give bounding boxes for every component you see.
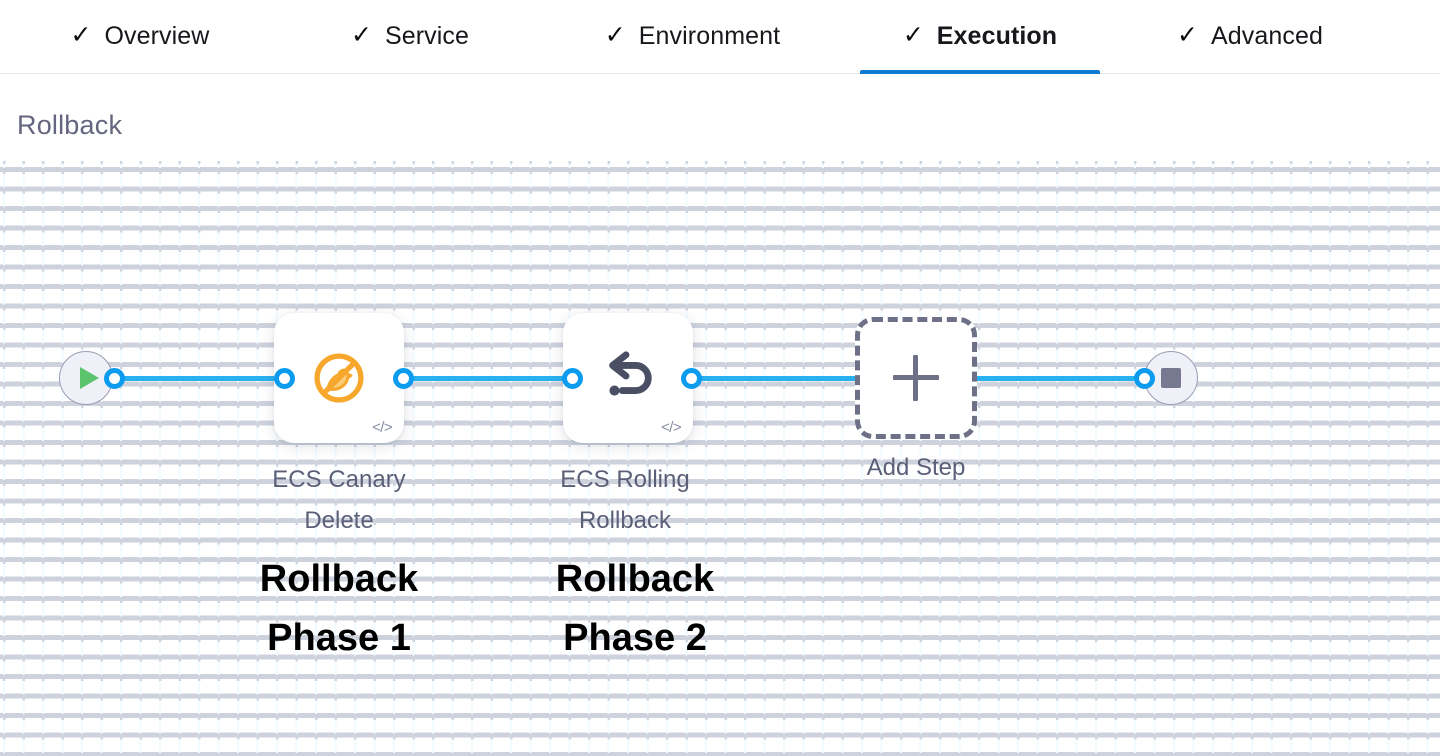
tab-advanced[interactable]: ✓ Advanced bbox=[1135, 0, 1365, 73]
play-icon bbox=[79, 367, 99, 389]
connector-ring-step2-in[interactable] bbox=[562, 368, 583, 389]
code-glyph-icon: </> bbox=[661, 419, 681, 436]
link-step2-to-addstep bbox=[688, 376, 868, 381]
tab-execution[interactable]: ✓ Execution bbox=[860, 0, 1100, 74]
annotation-rollback-phase-1: Rollback Phase 1 bbox=[259, 558, 419, 659]
tab-active-underline bbox=[860, 70, 1100, 74]
link-start-to-step1 bbox=[115, 376, 285, 381]
step-label-ecs-canary-delete: ECS Canary Delete bbox=[272, 466, 406, 534]
connector-ring-start-out[interactable] bbox=[104, 368, 125, 389]
step-card-ecs-canary-delete[interactable]: </> bbox=[274, 313, 404, 443]
add-step-label: Add Step bbox=[866, 454, 966, 481]
check-icon: ✓ bbox=[902, 21, 924, 49]
connector-ring-step2-out[interactable] bbox=[681, 368, 702, 389]
tab-service[interactable]: ✓ Service bbox=[320, 0, 500, 73]
pipeline-canvas[interactable]: </> ECS Canary Delete Rollback Phase 1 <… bbox=[0, 161, 1440, 756]
check-icon: ✓ bbox=[70, 21, 92, 49]
tab-environment-label: Environment bbox=[638, 22, 781, 50]
tab-overview-label: Overview bbox=[104, 22, 210, 50]
add-step-button[interactable] bbox=[855, 317, 977, 439]
annotation-rollback-phase-2: Rollback Phase 2 bbox=[555, 558, 715, 659]
step-card-ecs-rolling-rollback[interactable]: </> bbox=[563, 313, 693, 443]
check-icon: ✓ bbox=[350, 21, 372, 49]
plus-icon bbox=[893, 355, 939, 401]
tab-advanced-label: Advanced bbox=[1210, 22, 1323, 50]
tab-environment[interactable]: ✓ Environment bbox=[570, 0, 815, 73]
link-step1-to-step2 bbox=[400, 376, 572, 381]
rollback-arrow-icon bbox=[563, 313, 693, 443]
stop-icon bbox=[1161, 368, 1181, 388]
rollback-flow-graph: </> ECS Canary Delete Rollback Phase 1 <… bbox=[0, 161, 1440, 756]
code-glyph-icon: </> bbox=[372, 419, 392, 436]
page-title: Rollback bbox=[17, 110, 123, 140]
wizard-tab-bar: ✓ Overview ✓ Service ✓ Environment ✓ Exe… bbox=[0, 0, 1440, 74]
connector-ring-step1-out[interactable] bbox=[393, 368, 414, 389]
connector-ring-end-in[interactable] bbox=[1134, 368, 1155, 389]
step-label-ecs-rolling-rollback: ECS Rolling Rollback bbox=[560, 466, 690, 534]
tab-execution-label: Execution bbox=[936, 22, 1058, 50]
link-addstep-to-end bbox=[972, 376, 1147, 381]
canary-delete-icon bbox=[274, 313, 404, 443]
connector-ring-step1-in[interactable] bbox=[274, 368, 295, 389]
check-icon: ✓ bbox=[604, 21, 626, 49]
check-icon: ✓ bbox=[1177, 21, 1198, 49]
tab-service-label: Service bbox=[384, 22, 469, 50]
tab-overview[interactable]: ✓ Overview bbox=[30, 0, 250, 73]
